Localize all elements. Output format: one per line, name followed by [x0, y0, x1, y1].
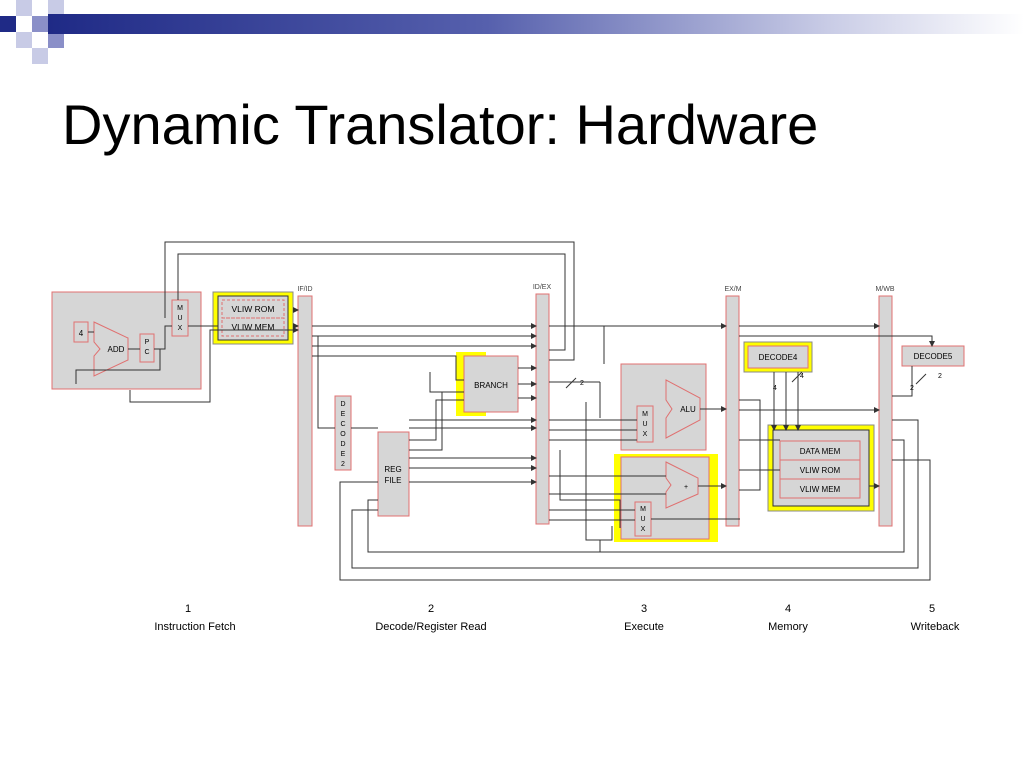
alu-shape: [665, 379, 701, 439]
svg-text:O: O: [340, 431, 346, 438]
decode2-block: [334, 395, 352, 471]
fetch-mux-u: U: [177, 315, 182, 322]
const-4-label: 4: [79, 329, 84, 338]
stage-4-number: 4: [785, 603, 791, 615]
branch-block: [463, 355, 519, 413]
wires: [75, 241, 935, 581]
slide-title: Dynamic Translator: Hardware: [62, 93, 819, 156]
decode4-block: [747, 345, 809, 369]
stage-1-label: Instruction Fetch: [154, 621, 235, 633]
ifid-register: [297, 295, 313, 527]
fetch-mux-m: M: [177, 305, 183, 312]
decode4-bus-width-top: 4: [800, 373, 804, 380]
vliw-mem-mem-box: [779, 478, 861, 499]
branch-label: BRANCH: [474, 381, 508, 390]
decode4-bus-slash: [791, 371, 803, 383]
reg-file-label-1: REG: [384, 465, 401, 474]
vliw-mem-mem-label: VLIW MEM: [800, 485, 841, 494]
stage-5-number: 5: [929, 603, 935, 615]
stage-labels: 1 Instruction Fetch 2 Decode/Register Re…: [154, 603, 960, 633]
pc-label-p: P: [145, 339, 150, 346]
svg-text:2: 2: [341, 461, 345, 468]
idex-label: ID/EX: [533, 284, 552, 291]
reg-file-label-2: FILE: [385, 476, 402, 485]
decode5-bus-width-left: 2: [910, 385, 914, 392]
decode4-bus-width-left: 4: [773, 385, 777, 392]
adder2-label: +: [684, 484, 688, 491]
adder-shape: [93, 321, 129, 377]
alu-mux-u: U: [642, 421, 647, 428]
vliw-mem-fetch-label: VLIW MEM: [232, 322, 275, 332]
exm-label: EX/M: [724, 286, 741, 293]
stage-1-number: 1: [185, 603, 191, 615]
pc-label-c: C: [144, 349, 149, 356]
stage-2-label: Decode/Register Read: [375, 621, 486, 633]
adder-label: ADD: [108, 345, 125, 354]
idex-register: [535, 293, 550, 525]
stage-2-number: 2: [428, 603, 434, 615]
exec2-mux-x: X: [641, 526, 646, 533]
mwb-label: M/WB: [875, 286, 894, 293]
mwb-register: [878, 295, 893, 527]
exec2-mux-m: M: [640, 506, 646, 513]
decode2-letters: DEC ODE 2: [340, 401, 346, 468]
fetch-mux: [171, 299, 189, 337]
vliw-mem-fetch-box: [221, 317, 285, 337]
stage-5-label: Writeback: [911, 621, 960, 633]
vliw-rom-fetch-label: VLIW ROM: [232, 304, 275, 314]
adder2-shape: [665, 461, 699, 509]
svg-text:D: D: [340, 401, 345, 408]
alu-mux-x: X: [643, 431, 648, 438]
stage-4-label: Memory: [768, 621, 808, 633]
decode5-label: DECODE5: [914, 352, 953, 361]
pc-register: [139, 333, 155, 363]
stage-3-label: Execute: [624, 621, 664, 633]
exm-register: [725, 295, 740, 527]
alu-label: ALU: [680, 405, 696, 414]
idex-bus-width: 2: [580, 380, 584, 387]
vliw-rom-mem-label: VLIW ROM: [800, 466, 841, 475]
alu-mux-m: M: [642, 411, 648, 418]
decode4-label: DECODE4: [759, 353, 798, 362]
corner-squares-decoration: [0, 0, 64, 64]
svg-text:D: D: [340, 441, 345, 448]
exec2-region: [620, 456, 710, 540]
idex-bus-slash: [565, 377, 577, 389]
svg-text:E: E: [341, 451, 346, 458]
ifid-label: IF/ID: [297, 286, 312, 293]
exec2-mux-u: U: [640, 516, 645, 523]
data-mem-label: DATA MEM: [800, 447, 841, 456]
title-gradient-bar: [48, 14, 1024, 34]
decode5-bus-width-top: 2: [938, 373, 942, 380]
register-file: [377, 431, 410, 517]
stage-3-number: 3: [641, 603, 647, 615]
svg-text:C: C: [340, 421, 345, 428]
fetch-mux-x: X: [178, 325, 183, 332]
alu-mux: [636, 405, 654, 443]
decode5-bus-slash: [915, 373, 927, 385]
svg-text:E: E: [341, 411, 346, 418]
